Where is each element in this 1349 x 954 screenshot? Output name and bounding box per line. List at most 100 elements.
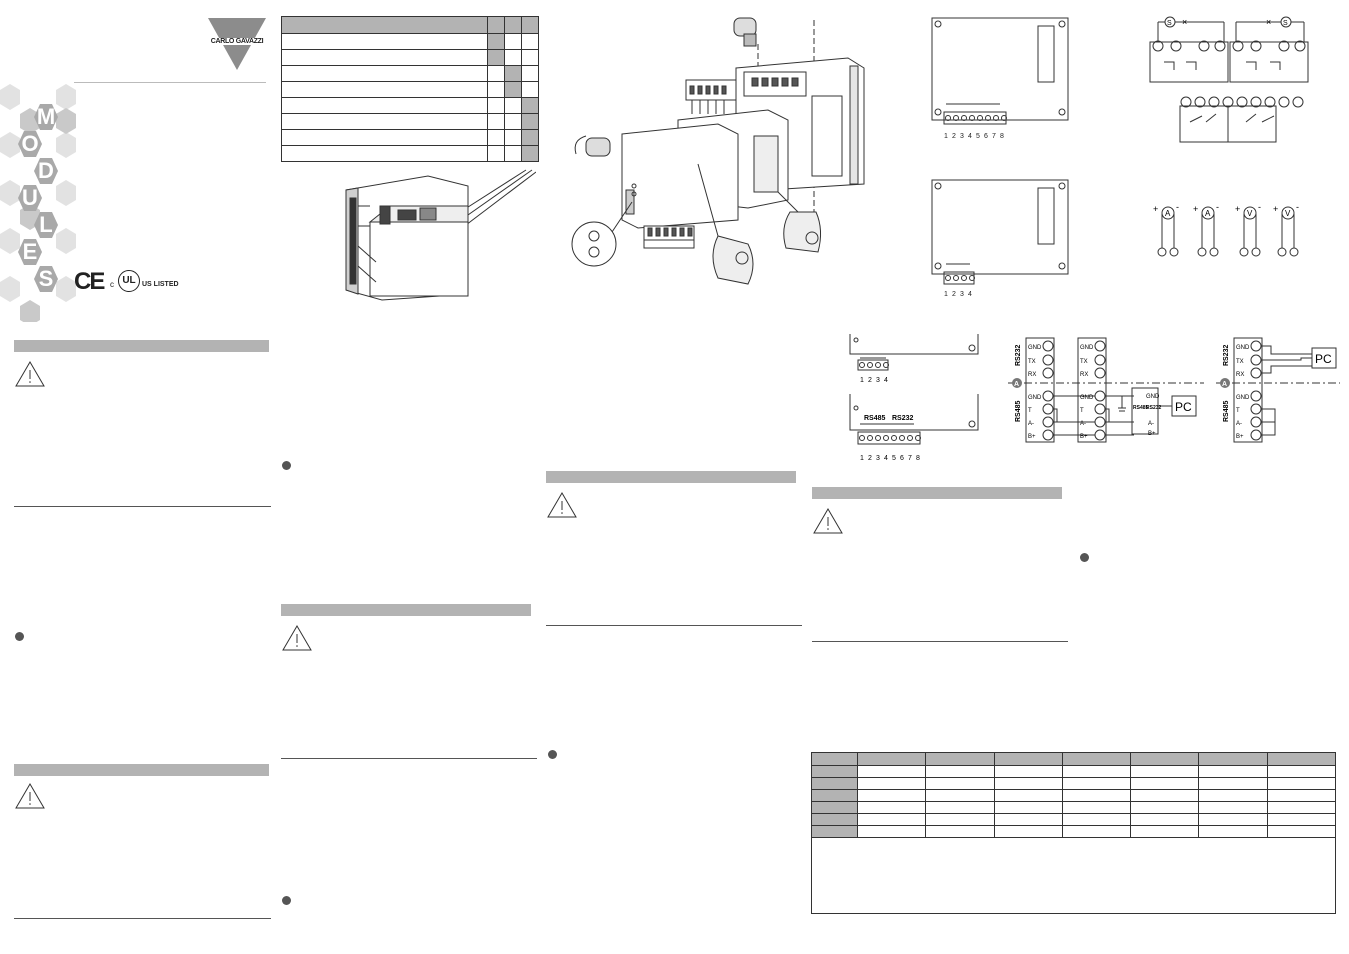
marker-a: A bbox=[1222, 381, 1227, 388]
meter-letter: A bbox=[1205, 209, 1211, 218]
converter-a: A- bbox=[1148, 421, 1154, 427]
rs-boards-diagram: RS485 RS232 1 2 3 4 1 2 3 4 5 6 7 8 bbox=[849, 334, 979, 462]
meter-minus: - bbox=[1216, 202, 1219, 212]
pin-label: B+ bbox=[1028, 434, 1036, 440]
terminal-number: 7 bbox=[908, 455, 912, 462]
instrument-drawing bbox=[345, 169, 536, 301]
pin-label: GND bbox=[1236, 395, 1250, 401]
terminal-number: 6 bbox=[900, 455, 904, 462]
terminal-number: 3 bbox=[876, 455, 880, 462]
terminal-number: 1 bbox=[944, 291, 948, 298]
signal-mark: S bbox=[1167, 20, 1172, 27]
pin-label: GND bbox=[1080, 345, 1094, 351]
cross-mark: × bbox=[1182, 17, 1187, 27]
converter-gnd: GND bbox=[1146, 394, 1160, 400]
modules-letter-m: M bbox=[34, 104, 58, 130]
terminal-number: 4 bbox=[884, 377, 888, 384]
rs232-label: RS232 bbox=[892, 415, 914, 422]
meter-letter: V bbox=[1247, 209, 1253, 218]
warning-icon bbox=[282, 625, 312, 651]
terminal-number: 5 bbox=[976, 133, 980, 140]
meter-letter: V bbox=[1285, 209, 1291, 218]
terminal-number: 4 bbox=[968, 133, 972, 140]
bullet-dot bbox=[282, 461, 291, 470]
section-rule-2 bbox=[14, 918, 271, 919]
pc-label: PC bbox=[1315, 352, 1332, 366]
terminal-number: 7 bbox=[992, 133, 996, 140]
terminal-number: 8 bbox=[916, 455, 920, 462]
terminal-number: 1 bbox=[860, 455, 864, 462]
section-bar-1 bbox=[14, 340, 269, 352]
bullet-dot bbox=[282, 896, 291, 905]
converter-rs485: RS485 bbox=[1133, 405, 1149, 411]
modules-letter-o: O bbox=[18, 131, 42, 157]
section-bar-5 bbox=[812, 487, 1062, 499]
terminal-number: 8 bbox=[1000, 133, 1004, 140]
meter-minus: - bbox=[1176, 202, 1179, 212]
exploded-assembly-drawing bbox=[571, 17, 865, 285]
meter-minus: - bbox=[1258, 202, 1261, 212]
pin-label: A- bbox=[1236, 421, 1242, 427]
brand-name: CARLO GAVAZZI bbox=[206, 38, 268, 45]
meter-plus: + bbox=[1273, 204, 1278, 214]
pin-label: RX bbox=[1028, 372, 1036, 378]
modules-letter-s: S bbox=[34, 266, 58, 292]
pin-label: GND bbox=[1080, 395, 1094, 401]
rs485-side-label: RS485 bbox=[1223, 400, 1230, 422]
board-8-terminals bbox=[931, 17, 1069, 125]
pin-label: RX bbox=[1236, 372, 1244, 378]
terminal-number: 5 bbox=[892, 455, 896, 462]
rs232-pc-diagram: A RS232 RS485 GND TX RX GND T A- B+ PC bbox=[1216, 337, 1340, 443]
ce-mark: CE bbox=[74, 268, 105, 295]
section-bar-3 bbox=[281, 604, 531, 616]
bullet-dot bbox=[1080, 553, 1089, 562]
meter-letter: A bbox=[1165, 209, 1171, 218]
board-4-terminals bbox=[931, 179, 1069, 285]
pin-label: GND bbox=[1236, 345, 1250, 351]
pin-label: T bbox=[1080, 408, 1084, 414]
header-divider bbox=[74, 82, 266, 83]
terminal-number: 6 bbox=[984, 133, 988, 140]
section-rule-5 bbox=[812, 641, 1068, 642]
pin-label: B+ bbox=[1080, 434, 1088, 440]
rs232-side-label: RS232 bbox=[1015, 344, 1022, 366]
meter-minus: - bbox=[1296, 202, 1299, 212]
pin-label: A- bbox=[1080, 421, 1086, 427]
brand-logo: CARLO GAVAZZI bbox=[206, 16, 268, 72]
pc-label: PC bbox=[1175, 400, 1192, 414]
warning-icon bbox=[813, 508, 843, 534]
module-table bbox=[281, 16, 539, 162]
signal-mark: S bbox=[1283, 20, 1288, 27]
pin-label: B+ bbox=[1236, 434, 1244, 440]
pin-label: GND bbox=[1028, 395, 1042, 401]
warning-icon bbox=[15, 361, 45, 387]
converter-rs232: RS232 bbox=[1146, 405, 1162, 411]
meter-inputs-diagram: + A - + A - + V - + V - bbox=[1153, 202, 1299, 257]
ul-circle-icon: UL bbox=[118, 270, 140, 292]
terminal-number: 4 bbox=[884, 455, 888, 462]
terminal-number: 3 bbox=[960, 291, 964, 298]
terminal-number: 1 bbox=[860, 377, 864, 384]
warning-icon bbox=[15, 783, 45, 809]
pin-label: A- bbox=[1028, 421, 1034, 427]
terminal-number: 2 bbox=[868, 377, 872, 384]
meter-plus: + bbox=[1153, 204, 1158, 214]
relay-wiring-diagram: S S × × bbox=[1149, 16, 1309, 143]
pin-label: TX bbox=[1080, 359, 1088, 365]
meter-plus: + bbox=[1193, 204, 1198, 214]
section-bar-4 bbox=[546, 471, 796, 483]
rs232-side-label: RS232 bbox=[1223, 344, 1230, 366]
ul-text: US LISTED bbox=[142, 281, 179, 288]
rs485-side-label: RS485 bbox=[1015, 400, 1022, 422]
bullet-dot bbox=[548, 750, 557, 759]
terminal-number: 2 bbox=[952, 291, 956, 298]
section-rule-4 bbox=[546, 625, 802, 626]
pin-label: T bbox=[1028, 408, 1032, 414]
ul-mark: c UL US LISTED bbox=[110, 270, 190, 294]
specs-table bbox=[811, 752, 1337, 914]
cross-mark: × bbox=[1266, 17, 1271, 27]
terminal-number: 3 bbox=[876, 377, 880, 384]
converter-b: B+ bbox=[1148, 431, 1156, 437]
pin-label: T bbox=[1236, 408, 1240, 414]
rs-network-diagram: A RS232 RS485 GND TX RX GND T A- B+ GND … bbox=[1008, 337, 1204, 443]
